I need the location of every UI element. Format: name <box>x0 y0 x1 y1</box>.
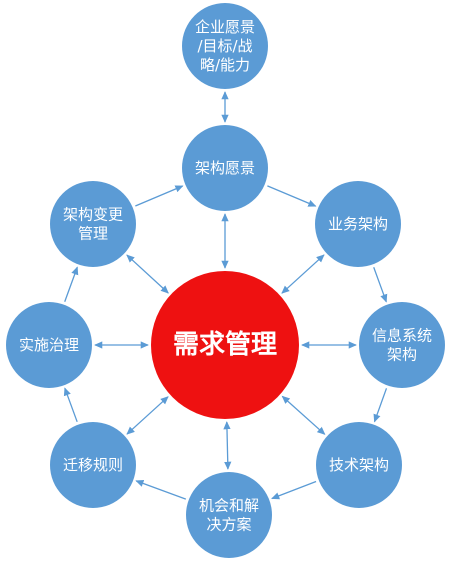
node-migration-planning: 迁移规则 <box>50 422 136 508</box>
bidirectional-arrow-center-to-architecture-change-management <box>126 254 169 294</box>
node-circle <box>316 422 402 508</box>
node-technology-architecture: 技术架构 <box>316 422 402 508</box>
node-label: 实施治理 <box>19 336 79 354</box>
node-label: 架构 <box>387 346 417 364</box>
center-node: 需求管理 <box>151 271 299 419</box>
arrow-migration-planning-to-implementation-governance <box>63 387 78 423</box>
arrow-architecture-vision-to-business-architecture <box>267 185 317 207</box>
node-vision-input: 企业愿景/目标/战略/能力 <box>182 3 268 89</box>
node-label: 技术架构 <box>329 456 389 474</box>
node-label: 管理 <box>78 225 108 243</box>
node-architecture-vision: 架构愿景 <box>182 125 268 211</box>
node-circle <box>186 472 272 558</box>
node-label: 信息系统 <box>372 327 432 345</box>
node-circle <box>315 181 401 267</box>
node-label: 企业愿景 <box>195 18 255 36</box>
node-circle <box>50 181 136 267</box>
arrow-architecture-change-management-to-architecture-vision <box>135 185 184 207</box>
node-label: 机会和解 <box>199 497 259 515</box>
bidirectional-arrow-center-to-migration-planning <box>126 396 169 435</box>
center-circle <box>151 271 299 419</box>
node-circle <box>182 125 268 211</box>
node-circle <box>182 3 268 89</box>
node-circle <box>6 302 92 388</box>
node-label: 业务架构 <box>328 215 388 233</box>
bidirectional-arrow-center-to-technology-architecture <box>281 395 326 435</box>
arrow-implementation-governance-to-architecture-change-management <box>64 266 79 302</box>
node-circle <box>50 422 136 508</box>
node-label: 决方案 <box>206 516 251 534</box>
node-business-architecture: 业务架构 <box>315 181 401 267</box>
node-label: 架构愿景 <box>195 159 255 177</box>
node-implementation-governance: 实施治理 <box>6 302 92 388</box>
arrow-information-systems-architecture-to-technology-architecture <box>373 388 388 423</box>
node-label: /目标/战 <box>197 37 252 55</box>
node-label: 架构变更 <box>63 206 123 224</box>
node-label: 迁移规则 <box>63 456 123 474</box>
arrow-technology-architecture-to-opportunities-solutions <box>271 480 317 500</box>
bidirectional-arrow-center-to-business-architecture <box>281 254 325 294</box>
arrow-opportunities-solutions-to-migration-planning <box>135 479 187 500</box>
center-label: 需求管理 <box>173 330 277 360</box>
bidirectional-arrow-center-to-opportunities-solutions <box>223 421 232 470</box>
arrow-business-architecture-to-information-systems-architecture <box>373 267 388 303</box>
node-label: 略/能力 <box>200 56 250 74</box>
node-circle <box>359 302 445 388</box>
